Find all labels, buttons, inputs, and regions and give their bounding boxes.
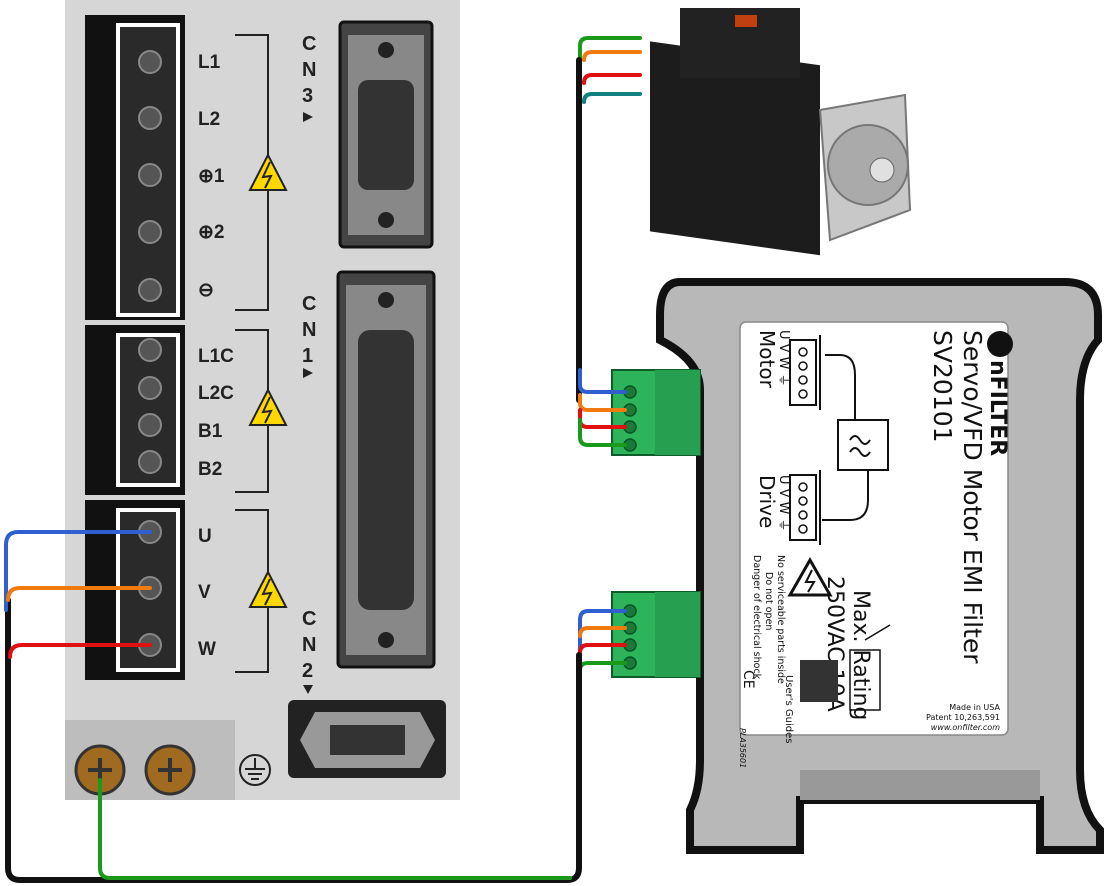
cn3-connector	[338, 20, 434, 249]
terminal-screw	[138, 338, 162, 362]
warning-icon	[248, 152, 288, 608]
terminal-label-l2: L2	[198, 109, 220, 130]
brand-logo: nFILTER	[985, 360, 1010, 456]
terminal-label-p2: ⊕2	[198, 222, 225, 243]
terminal-label-l2c: L2C	[198, 383, 234, 404]
filter-schematic	[787, 335, 891, 711]
svg-text:N: N	[302, 634, 316, 656]
svg-text:C: C	[302, 608, 316, 630]
terminal-label-p1: ⊕1	[198, 166, 225, 187]
terminal-label-l1: L1	[198, 52, 221, 73]
cn1-connector	[336, 270, 436, 669]
warning-line-2: Do not open	[763, 572, 774, 630]
servo-motor-image	[650, 8, 912, 256]
website-text: www.onfilter.com	[931, 723, 1000, 732]
svg-text:N: N	[302, 59, 316, 81]
terminal-screw	[138, 376, 162, 400]
motor-side-pins: U V W ⏚	[776, 330, 791, 387]
drive-side-pins: U V W ⏚	[776, 475, 791, 532]
svg-text:2: 2	[302, 660, 313, 682]
svg-text:C: C	[302, 33, 316, 55]
terminal-label-w: W	[198, 639, 216, 660]
terminal-label-l1c: L1C	[198, 346, 234, 367]
ce-mark: CE	[740, 670, 756, 689]
made-in-text: Made in USA	[949, 703, 1000, 712]
wires	[4, 36, 642, 883]
servo-drive-panel: L1 L2 ⊕1 ⊕2 ⊖ L1C L2C B1 B2 U V W C N 3 …	[65, 0, 460, 800]
cn1-label: C N 1	[302, 293, 316, 378]
svg-text:1: 1	[302, 345, 313, 367]
filter-model: SV20101	[928, 330, 957, 443]
motor-side-label: Motor	[755, 330, 779, 389]
patent-text: Patent 10,263,591	[926, 713, 1000, 722]
terminal-label-b2: B2	[198, 459, 222, 480]
terminal-screw	[138, 106, 162, 130]
terminal-screw	[138, 450, 162, 474]
filter-title: Servo/VFD Motor EMI Filter	[958, 330, 987, 664]
terminal-label-v: V	[198, 582, 211, 603]
filter-label: nFILTER Servo/VFD Motor EMI Filter SV201…	[738, 321, 1013, 768]
screw-pin-circles	[798, 347, 808, 534]
rating-title: Max. Rating	[848, 590, 873, 720]
terminal-screw	[138, 163, 162, 187]
svg-text:3: 3	[302, 85, 313, 107]
terminal-screw	[138, 220, 162, 244]
terminal-block-screws	[623, 385, 637, 670]
cn2-label: C N 2	[302, 608, 316, 694]
terminal-screw	[138, 278, 162, 302]
terminal-label-b1: B1	[198, 421, 223, 442]
terminal-screw	[138, 50, 162, 74]
terminal-screw	[138, 413, 162, 437]
part-number: PLA35601	[738, 728, 747, 768]
terminal-label-u: U	[198, 526, 212, 547]
cn3-label: C N 3	[302, 33, 316, 122]
users-guides-label: User's Guides	[783, 675, 794, 744]
terminal-label-n: ⊖	[198, 280, 214, 301]
warning-line-3: Danger of electrical shock	[751, 555, 762, 680]
warning-line-1: No serviceable parts inside	[775, 555, 786, 684]
svg-text:C: C	[302, 293, 316, 315]
ground-screws	[74, 744, 196, 796]
svg-text:N: N	[302, 319, 316, 341]
ground-icon	[239, 754, 271, 786]
drive-side-label: Drive	[755, 475, 779, 528]
cn2-connector	[288, 700, 446, 778]
